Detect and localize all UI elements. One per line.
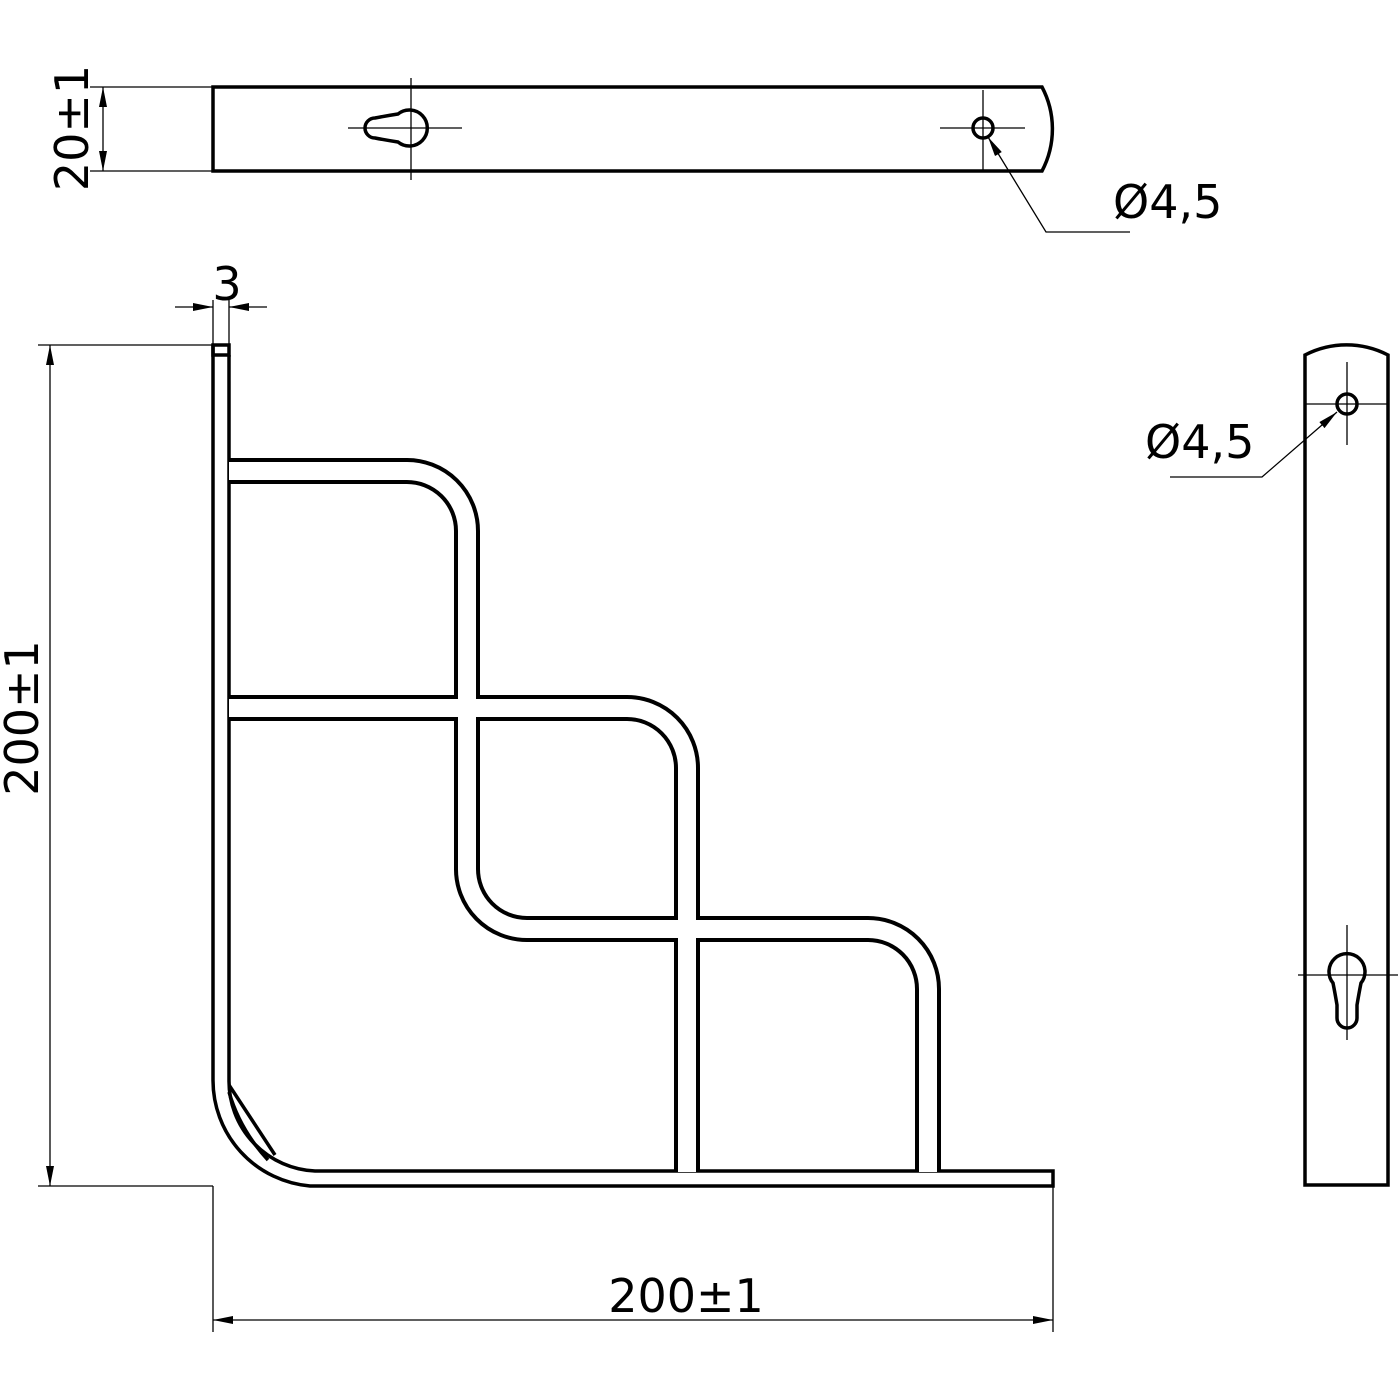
keyhole-icon xyxy=(1327,952,1367,1030)
side-view-outline xyxy=(1303,343,1390,1187)
top-view: Ø4,5 20±1 xyxy=(45,65,1222,233)
keyhole-icon xyxy=(363,108,429,148)
side-view: Ø4,5 xyxy=(1145,343,1398,1187)
hole-diameter-label-top: Ø4,5 xyxy=(1113,175,1222,229)
width-dimension-label: 20±1 xyxy=(45,65,99,191)
length-dimension-label: 200±1 xyxy=(608,1269,764,1323)
front-view: 3 200±1 200±1 xyxy=(0,257,1055,1332)
top-view-outline xyxy=(211,85,1055,173)
hole-diameter-label-side: Ø4,5 xyxy=(1145,415,1254,469)
height-dimension-label: 200±1 xyxy=(0,640,49,796)
thickness-dimension-label: 3 xyxy=(212,257,241,311)
tube-black xyxy=(229,458,941,1172)
